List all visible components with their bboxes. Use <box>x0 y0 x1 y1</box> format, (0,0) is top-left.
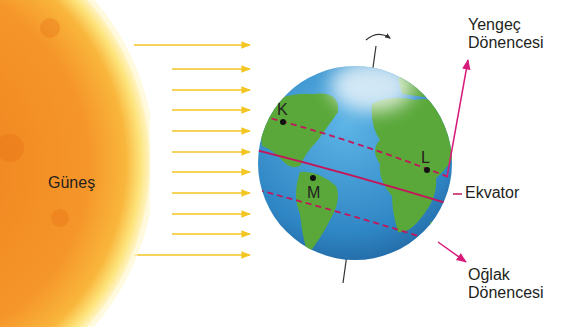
sun-label: Güneş <box>48 174 95 192</box>
point-label: M <box>307 184 320 202</box>
sun-rays <box>134 45 250 255</box>
point-label: L <box>421 149 430 167</box>
point-dot <box>310 175 316 181</box>
leader-arrow <box>438 242 466 262</box>
leader-line <box>453 193 462 195</box>
sun-shape <box>0 0 150 327</box>
line-label: Oğlak Dönencesi <box>468 266 566 303</box>
line-label: Ekvator <box>465 184 519 202</box>
sun-circle: Güneş <box>0 0 150 327</box>
line-label: Yengeç Dönencesi <box>468 16 566 53</box>
latitude-lines <box>256 116 456 246</box>
point-label: K <box>277 101 288 119</box>
rotation-arrow <box>366 34 390 40</box>
sunlit-highlight <box>330 60 414 112</box>
point-dot <box>280 119 286 125</box>
leader-arrow <box>447 60 468 177</box>
point-dot <box>424 167 430 173</box>
